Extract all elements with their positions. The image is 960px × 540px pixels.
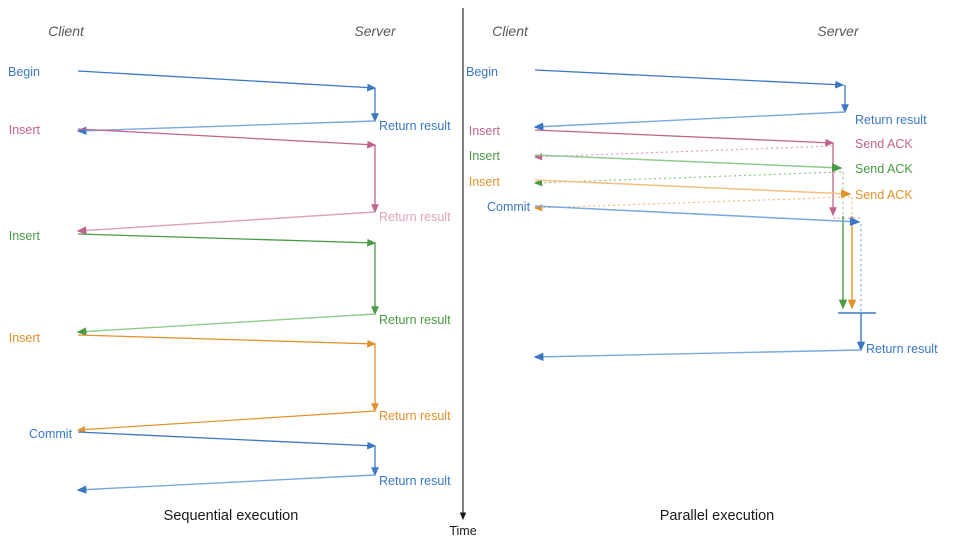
label-commit: Commit	[29, 427, 73, 441]
request-arrow-commit	[77, 431, 377, 450]
ack-arrow-insert-3-parallel	[533, 196, 851, 212]
label-return-result-begin-parallel: Return result	[855, 113, 927, 127]
request-arrow-insert-1-parallel	[534, 129, 835, 147]
label-return-result-commit: Return result	[379, 474, 451, 488]
label-return-result-insert-3: Return result	[379, 409, 451, 423]
txn-begin-sequential: Begin Return result	[8, 65, 451, 135]
request-arrow-begin	[77, 70, 377, 92]
time-axis-label: Time	[449, 524, 476, 538]
label-begin-parallel: Begin	[466, 65, 498, 79]
panel-sequential: Client Server Begin Return result Insert…	[8, 23, 451, 524]
request-arrow-insert-3	[77, 334, 377, 348]
label-begin: Begin	[8, 65, 40, 79]
ack-arrow-insert-2-parallel	[533, 171, 842, 187]
txn-insert-1-sequential: Insert Return result	[9, 123, 451, 235]
lane-title-server-parallel: Server	[817, 23, 860, 39]
response-arrow-insert-3	[76, 410, 376, 434]
request-arrow-insert-1	[77, 128, 377, 149]
label-insert-3-parallel: Insert	[469, 175, 501, 189]
txn-commit-parallel: Commit Return result	[487, 200, 938, 362]
label-insert-2-parallel: Insert	[469, 149, 501, 163]
txn-insert-3-sequential: Insert Return result	[9, 331, 451, 434]
response-arrow-begin	[76, 120, 376, 135]
ack-arrow-insert-1-parallel	[533, 145, 834, 161]
label-return-result-begin: Return result	[379, 119, 451, 133]
label-insert-2: Insert	[9, 229, 41, 243]
request-arrow-commit-parallel	[534, 205, 861, 227]
txn-insert-2-parallel: Insert Send ACK	[469, 149, 913, 310]
response-arrow-insert-2	[76, 313, 376, 336]
response-arrow-commit-parallel	[533, 349, 862, 362]
label-insert-1: Insert	[9, 123, 41, 137]
request-arrow-insert-2-parallel	[534, 154, 843, 173]
lane-title-client-sequential: Client	[48, 23, 85, 39]
caption-sequential: Sequential execution	[164, 508, 299, 524]
lane-title-server-sequential: Server	[354, 23, 397, 39]
response-arrow-insert-1	[76, 211, 376, 235]
label-commit-parallel: Commit	[487, 200, 531, 214]
txn-begin-parallel: Begin Return result	[466, 65, 927, 131]
label-return-result-commit-parallel: Return result	[866, 342, 938, 356]
time-axis: Time	[449, 8, 477, 538]
txn-insert-2-sequential: Insert Return result	[9, 229, 451, 336]
response-arrow-begin-parallel	[533, 111, 846, 131]
request-arrow-begin-parallel	[534, 69, 845, 89]
txn-insert-3-parallel: Insert Send ACK	[469, 175, 913, 310]
label-send-ack-insert-1: Send ACK	[855, 137, 913, 151]
txn-commit-sequential: Commit Return result	[29, 427, 451, 494]
label-send-ack-insert-3: Send ACK	[855, 188, 913, 202]
response-arrow-commit	[76, 474, 376, 494]
label-insert-1-parallel: Insert	[469, 124, 501, 138]
label-insert-3: Insert	[9, 331, 41, 345]
lane-title-client-parallel: Client	[492, 23, 529, 39]
label-return-result-insert-1: Return result	[379, 210, 451, 224]
panel-parallel: Client Server Begin Return result Insert…	[466, 23, 938, 524]
request-arrow-insert-2	[77, 233, 377, 247]
txn-insert-1-parallel: Insert Send ACK	[469, 124, 913, 219]
request-arrow-insert-3-parallel	[534, 179, 852, 199]
label-return-result-insert-2: Return result	[379, 313, 451, 327]
label-send-ack-insert-2: Send ACK	[855, 162, 913, 176]
caption-parallel: Parallel execution	[660, 508, 774, 524]
